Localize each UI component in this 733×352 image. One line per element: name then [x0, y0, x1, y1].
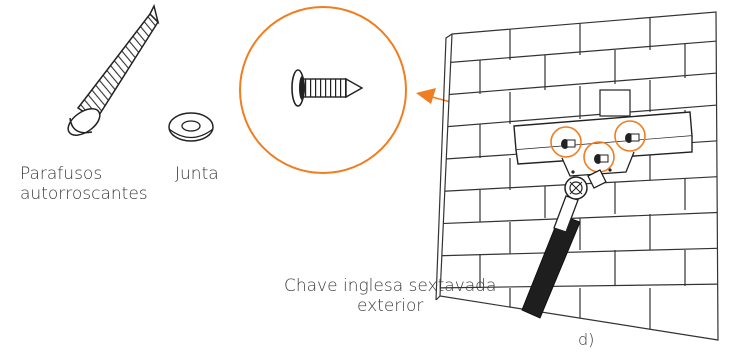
screws-label-line2: autorroscantes [20, 184, 148, 204]
wrench-label-line2: exterior [356, 296, 424, 316]
mounting-bracket [513, 89, 693, 177]
zoom-detail-circle [239, 6, 407, 174]
socket-wrench [521, 169, 607, 319]
zoomed-screw [291, 69, 364, 107]
bracket-screw-left [550, 126, 582, 158]
screws-label-line1: Parafusos [20, 164, 103, 184]
step-label: d) [578, 330, 595, 349]
washer [168, 112, 214, 142]
screws-label: Parafusos autorroscantes [20, 164, 148, 204]
washer-label: Junta [175, 164, 219, 184]
wrench-label-line1: Chave inglesa sextavada [284, 276, 497, 296]
bracket-screw-right [614, 120, 646, 152]
self-tapping-screw [67, 3, 160, 136]
wrench-label: Chave inglesa sextavada exterior [284, 276, 496, 316]
